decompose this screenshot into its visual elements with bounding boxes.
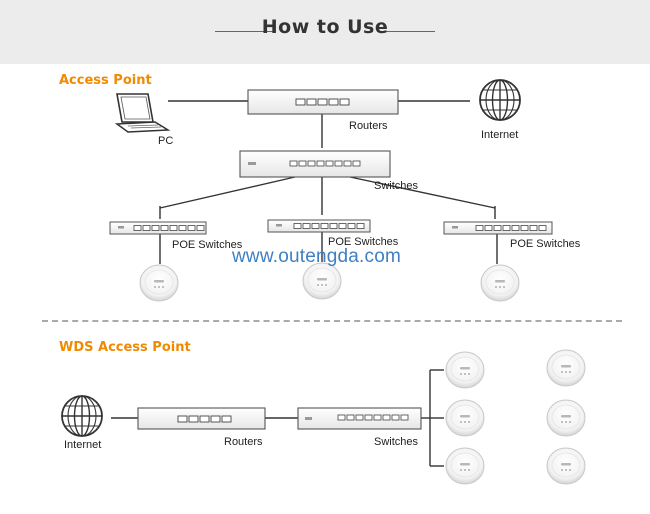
internet-globe-icon-wds bbox=[61, 395, 103, 437]
router-icon-ap bbox=[247, 89, 399, 115]
switch-icon-wds bbox=[297, 407, 422, 430]
access-point-icon bbox=[546, 399, 586, 437]
wds-section-lines bbox=[111, 369, 444, 467]
ap-section-lines bbox=[159, 100, 498, 264]
access-point-icon bbox=[480, 264, 520, 302]
access-point-icon bbox=[302, 262, 342, 300]
watermark-text: www.outengda.com bbox=[232, 246, 402, 267]
poe-switches-label-center: POE Switches bbox=[328, 236, 399, 248]
access-point-icon bbox=[139, 264, 179, 302]
router-icon-wds bbox=[137, 407, 266, 430]
section-divider bbox=[42, 320, 622, 322]
access-point-title: Access Point bbox=[59, 73, 152, 88]
title-rule-right bbox=[377, 31, 435, 32]
switch-icon-ap bbox=[239, 150, 391, 178]
internet-label: Internet bbox=[481, 129, 519, 141]
poe-switch-right-icon bbox=[443, 221, 553, 235]
header-band bbox=[0, 0, 650, 64]
pc-laptop-icon bbox=[114, 93, 171, 133]
wds-switches-label: Switches bbox=[374, 436, 419, 448]
poe-switches-label-left: POE Switches bbox=[172, 239, 243, 251]
wds-title: WDS Access Point bbox=[59, 340, 191, 355]
title-rule-left bbox=[215, 31, 273, 32]
access-point-icon bbox=[445, 447, 485, 485]
poe-switch-left-icon bbox=[109, 221, 207, 235]
access-point-icon bbox=[445, 351, 485, 389]
internet-globe-icon bbox=[479, 79, 521, 121]
access-point-icon bbox=[546, 447, 586, 485]
access-point-icon bbox=[546, 349, 586, 387]
wds-internet-label: Internet bbox=[64, 439, 102, 451]
wds-routers-label: Routers bbox=[224, 436, 263, 448]
pc-label: PC bbox=[158, 135, 174, 147]
poe-switch-center-icon bbox=[267, 219, 371, 233]
poe-switches-label-right: POE Switches bbox=[510, 238, 581, 250]
page-title: How to Use bbox=[261, 16, 389, 38]
switches-label: Switches bbox=[374, 180, 419, 192]
access-point-icon bbox=[445, 399, 485, 437]
routers-label: Routers bbox=[349, 120, 388, 132]
